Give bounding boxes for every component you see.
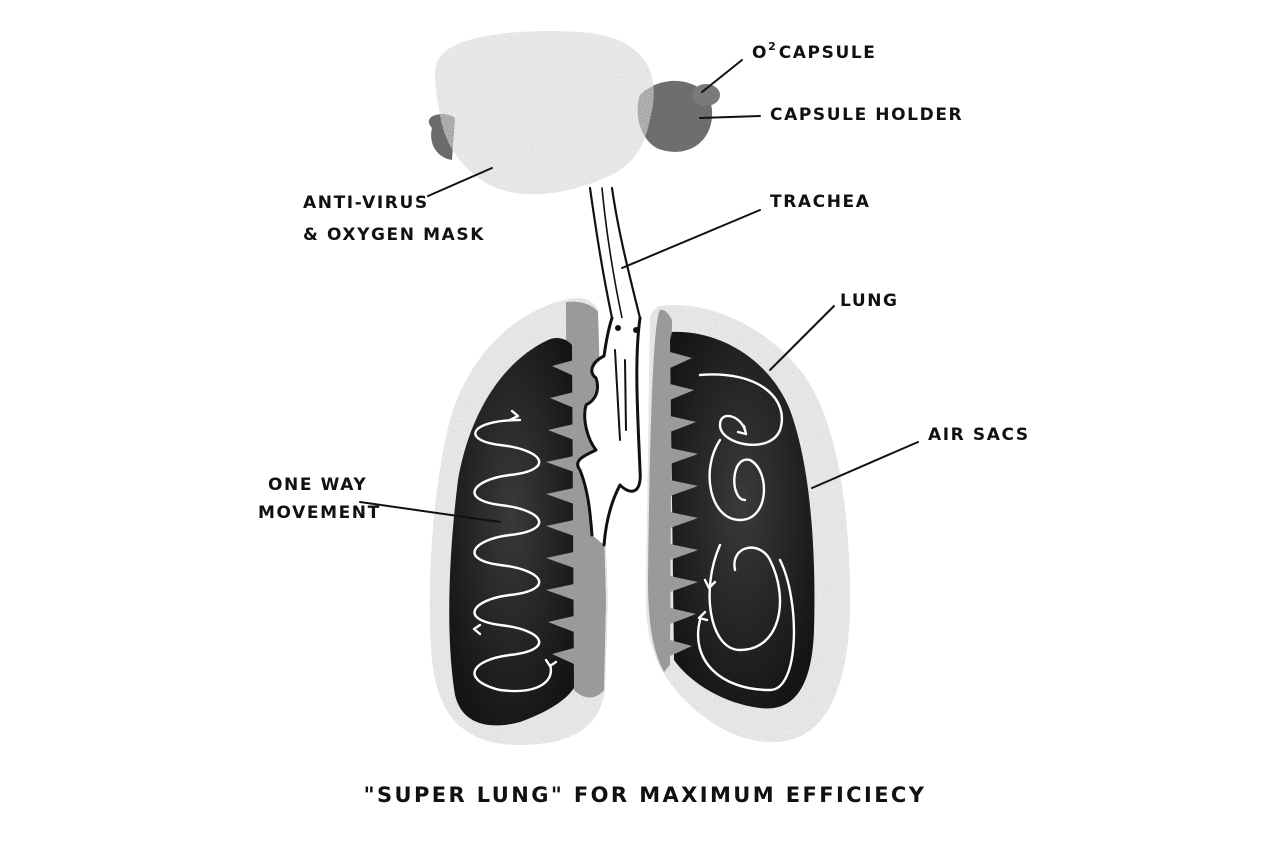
leader-lung — [769, 305, 835, 371]
label-mask-line2: & OXYGEN MASK — [303, 225, 485, 245]
label-air-sacs: AIR SACS — [928, 425, 1030, 445]
oxygen-mask — [434, 30, 654, 195]
label-movement-line1: ONE WAY — [268, 475, 367, 495]
o2-capsule — [692, 84, 720, 106]
leader-movement — [359, 501, 501, 523]
leader-mask — [427, 167, 493, 197]
leader-air-sacs — [811, 441, 919, 489]
bronchi — [576, 316, 642, 547]
label-movement-line2: MOVEMENT — [258, 503, 381, 523]
leader-o2-capsule — [701, 59, 743, 93]
label-capsule-holder: CAPSULE HOLDER — [770, 105, 963, 125]
leader-trachea — [621, 209, 761, 269]
label-mask-line1: ANTI-VIRUS — [303, 193, 429, 213]
right-flow-arrows — [697, 373, 796, 692]
leader-capsule-holder — [699, 115, 761, 119]
left-lung — [429, 298, 608, 745]
right-lung — [645, 304, 850, 743]
diagram-caption: "SUPER LUNG" FOR MAXIMUM EFFICIECY — [364, 783, 927, 807]
trachea — [588, 186, 642, 320]
label-lung: LUNG — [840, 291, 899, 311]
leader-lines — [359, 59, 919, 523]
left-flow-arrows — [472, 409, 558, 693]
label-trachea: TRACHEA — [770, 192, 871, 212]
